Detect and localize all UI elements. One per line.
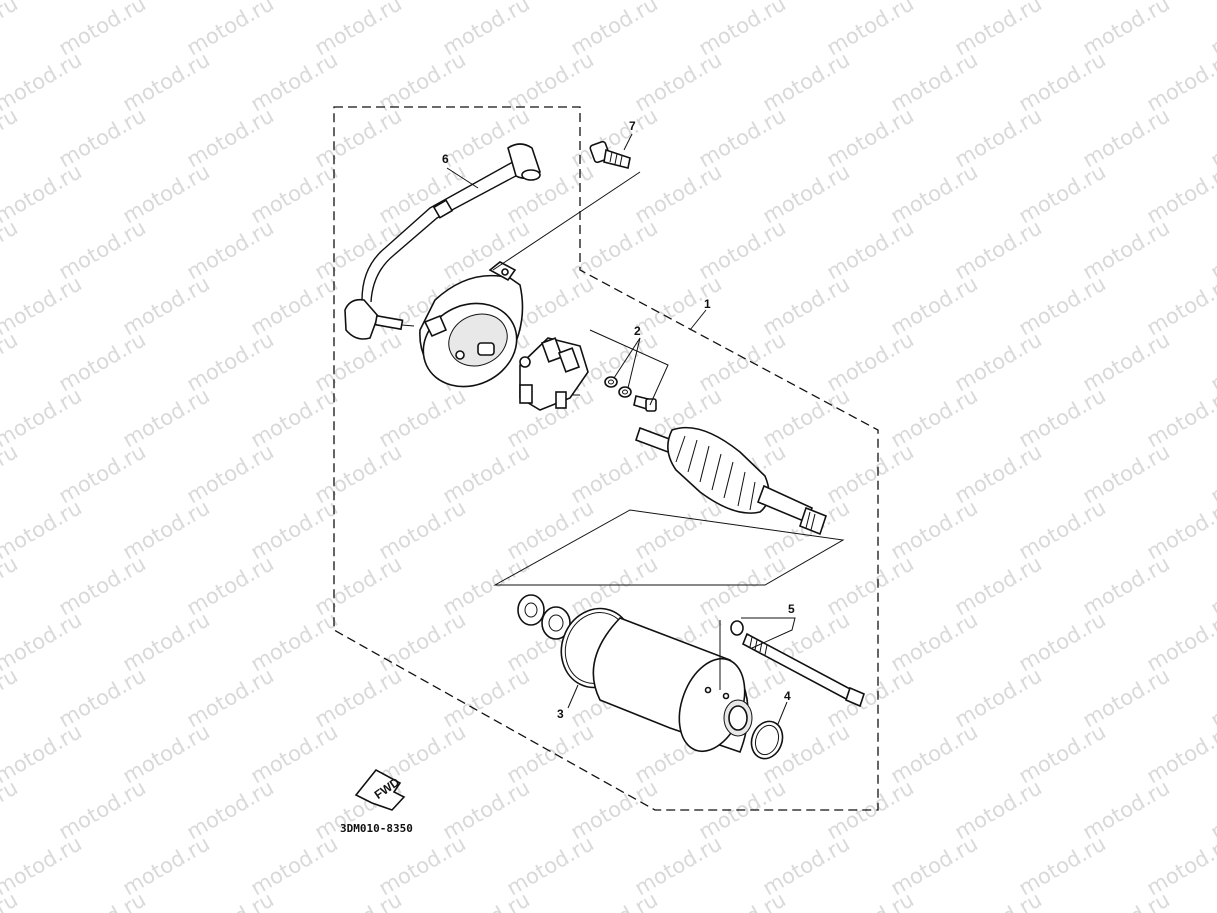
watermark-text: motod.ru [0, 215, 22, 284]
watermark-text: motod.ru [0, 47, 86, 116]
watermark-text: motod.ru [1143, 495, 1217, 564]
callout-1: 1 [704, 297, 711, 311]
callout-6: 6 [442, 152, 449, 166]
watermark-text: motod.ru [1143, 607, 1217, 676]
leader-lines [446, 133, 796, 725]
armature-part[interactable] [634, 426, 827, 536]
watermark-text: motod.ru [1207, 775, 1217, 844]
watermark-text: motod.ru [0, 271, 86, 340]
drawing-code: 3DM010-8350 [340, 822, 413, 835]
assembly-boundary [333, 106, 879, 811]
washer-screw-set-part[interactable] [604, 376, 657, 412]
watermark-text: motod.ru [0, 831, 86, 900]
callout-3: 3 [557, 707, 564, 721]
end-cover-part[interactable] [410, 261, 531, 402]
watermark-text: motod.ru [1207, 103, 1217, 172]
lead-wire-part[interactable] [344, 143, 541, 340]
watermark-text: motod.ru [1207, 887, 1217, 913]
watermark-text: motod.ru [567, 887, 662, 913]
watermark-text: motod.ru [0, 103, 22, 172]
watermark-text: motod.ru [1207, 439, 1217, 508]
screw-part[interactable] [589, 140, 631, 169]
watermark-text: motod.ru [0, 495, 86, 564]
watermark-text: motod.ru [55, 887, 150, 913]
watermark-text: motod.ru [1143, 159, 1217, 228]
watermark-text: motod.ru [0, 383, 86, 452]
watermark-text: motod.ru [183, 887, 278, 913]
watermark-text: motod.ru [1143, 719, 1217, 788]
watermark-text: motod.ru [1079, 887, 1174, 913]
thrust-washers-part[interactable] [517, 594, 571, 640]
watermark-text: motod.ru [0, 887, 22, 913]
through-bolt-part[interactable] [730, 620, 865, 708]
watermark-text: motod.ru [1143, 831, 1217, 900]
callout-2: 2 [634, 324, 641, 338]
watermark-text: motod.ru [1143, 271, 1217, 340]
watermark-text: motod.ru [0, 663, 22, 732]
watermark-text: motod.ru [0, 159, 86, 228]
watermark-text: motod.ru [0, 439, 22, 508]
watermark-text: motod.ru [0, 327, 22, 396]
watermark-text: motod.ru [695, 887, 790, 913]
callout-4: 4 [784, 689, 791, 703]
watermark-text: motod.ru [1143, 47, 1217, 116]
watermark-text: motod.ru [951, 887, 1046, 913]
watermark-text: motod.ru [1143, 383, 1217, 452]
watermark-text: motod.ru [0, 775, 22, 844]
watermark-text: motod.ru [0, 607, 86, 676]
watermark-text: motod.ru [1207, 327, 1217, 396]
watermark-text: motod.ru [823, 887, 918, 913]
armature-group-bracket [493, 509, 845, 586]
watermark-text: motod.ru [0, 0, 22, 60]
watermark-text: motod.ru [1207, 215, 1217, 284]
yoke-part[interactable] [592, 617, 756, 760]
watermark-text: motod.ru [1207, 663, 1217, 732]
o-ring-small-part[interactable] [746, 717, 787, 763]
watermark-text: motod.ru [0, 719, 86, 788]
fwd-arrow-badge: FWD [354, 768, 406, 811]
watermark-text: motod.ru [311, 887, 406, 913]
callout-7: 7 [629, 119, 636, 133]
watermark-text: motod.ru [0, 551, 22, 620]
watermark-text: motod.ru [1207, 0, 1217, 60]
watermark-text: motod.ru [439, 887, 534, 913]
watermark-text: motod.ru [1207, 551, 1217, 620]
brush-holder-part[interactable] [519, 337, 589, 411]
callout-5: 5 [788, 602, 795, 616]
